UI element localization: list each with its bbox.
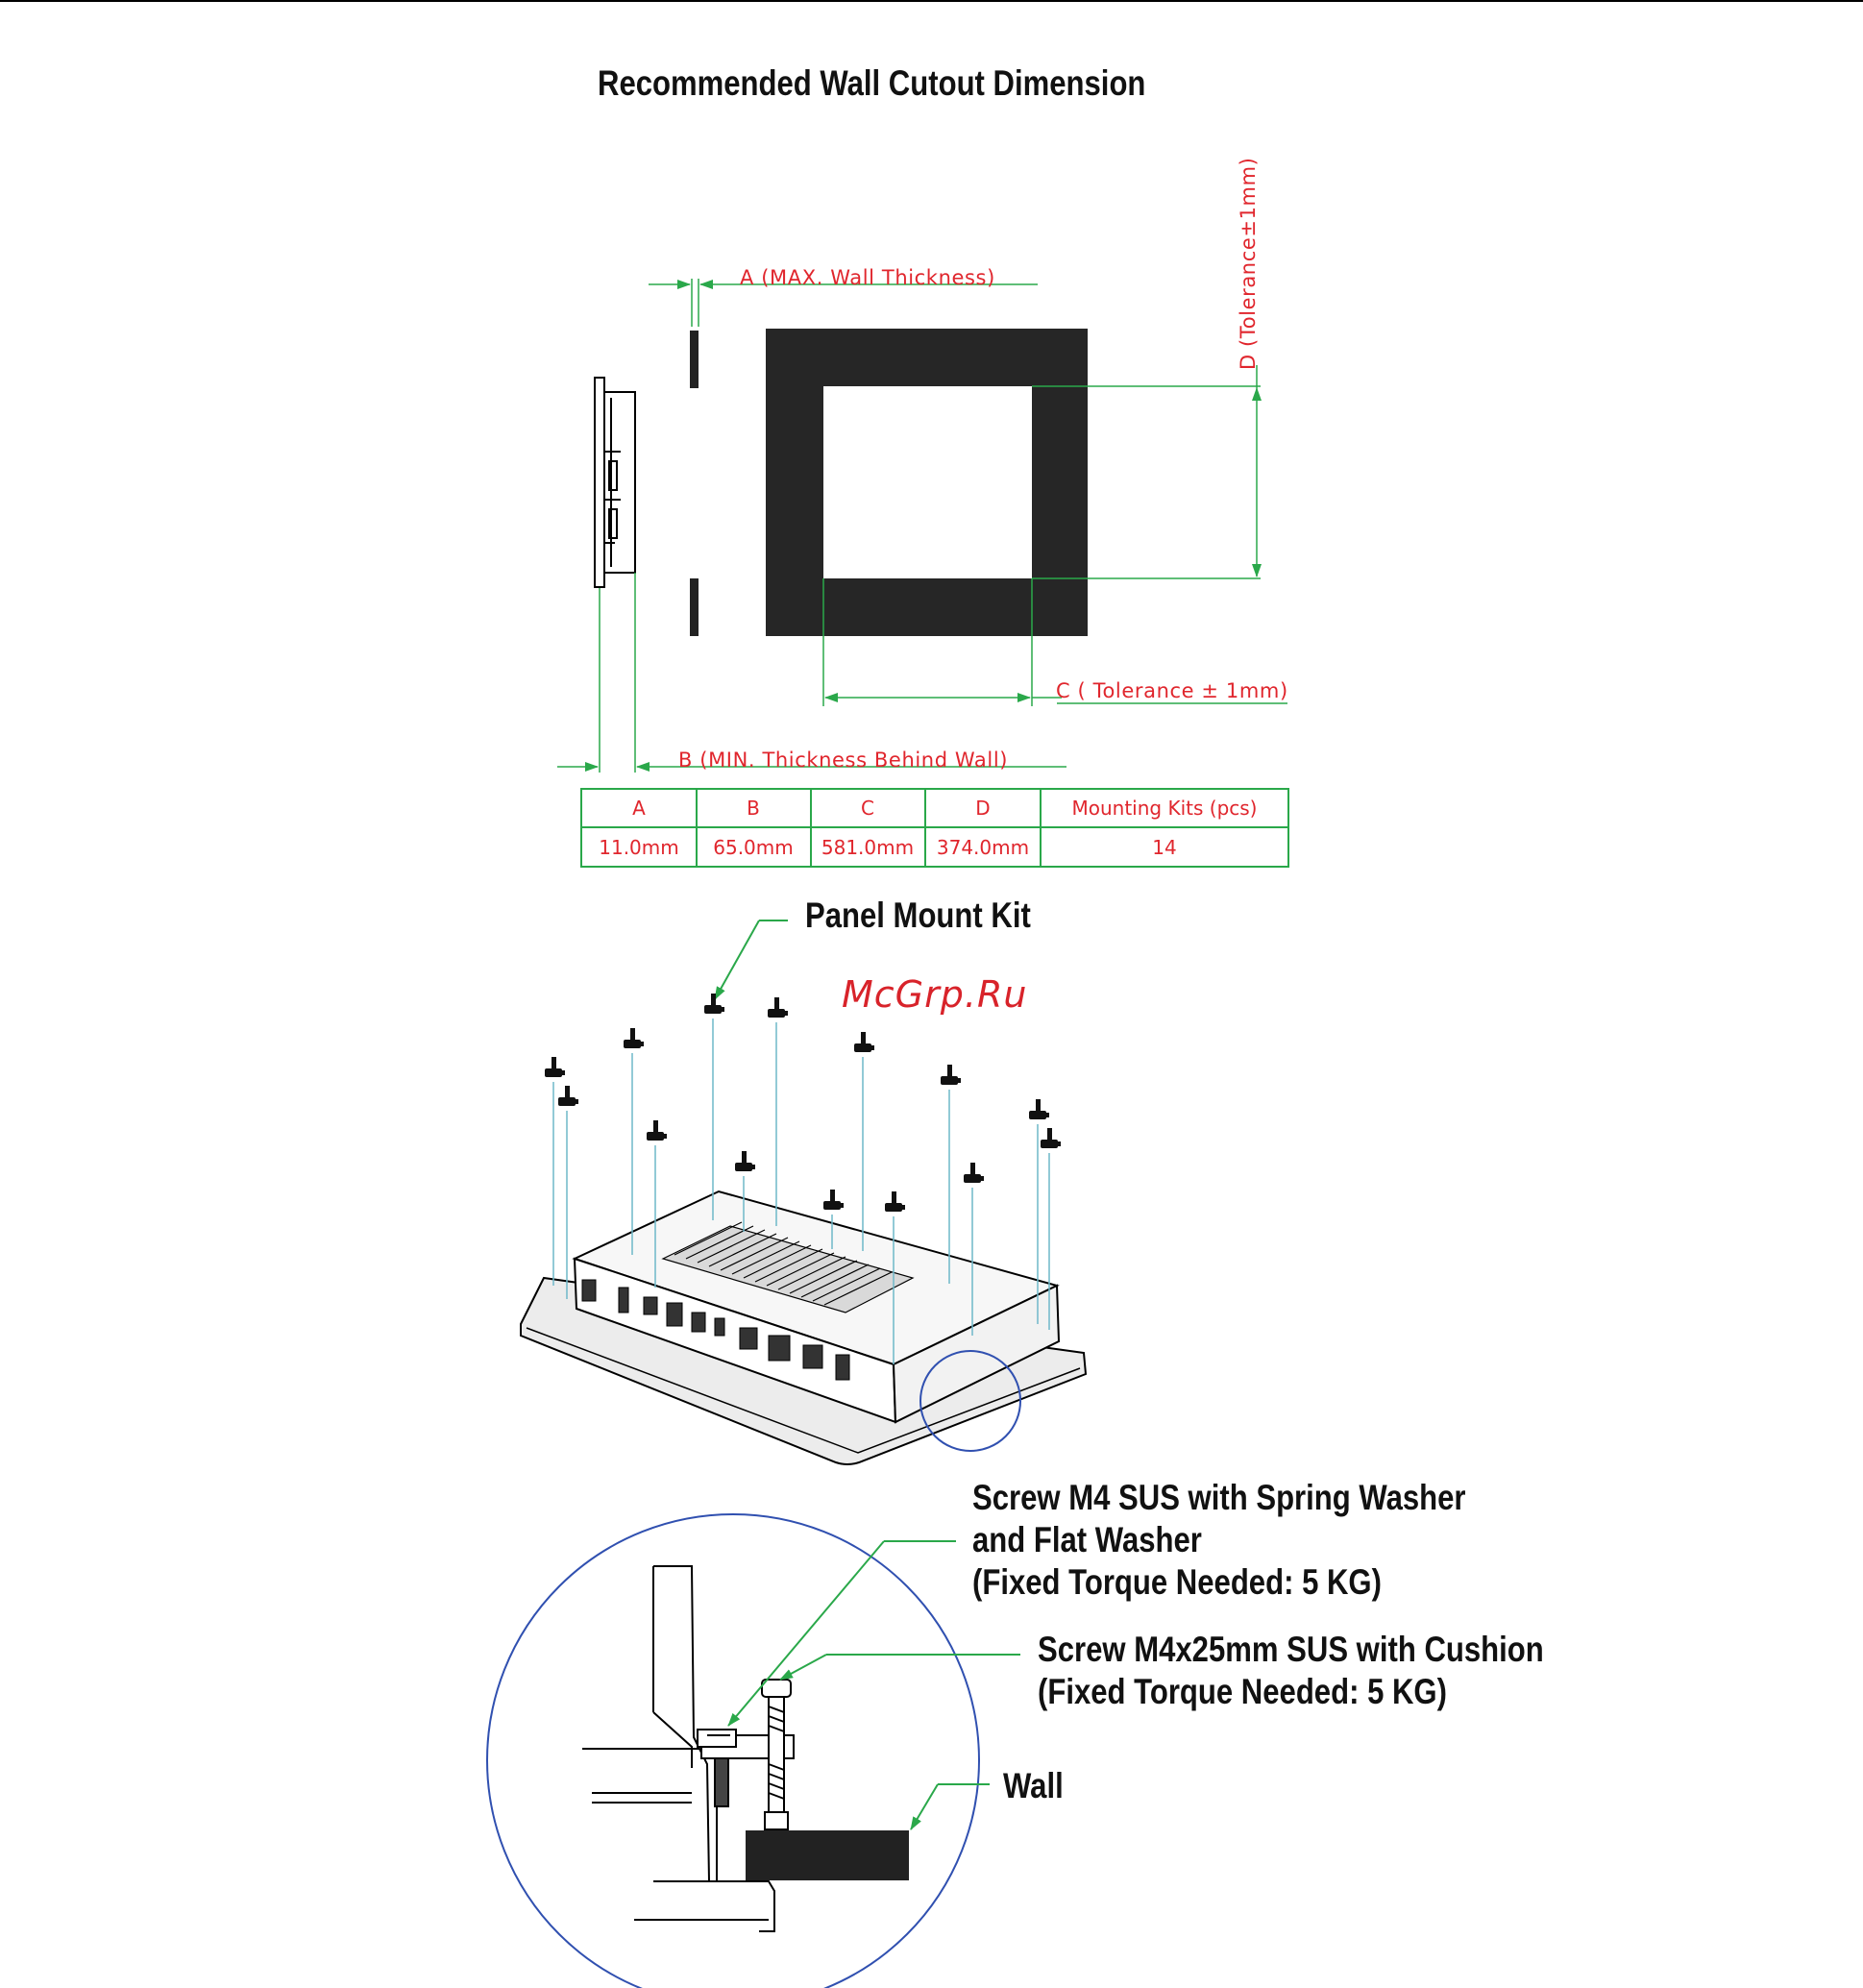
table-header-kits: Mounting Kits (pcs)	[1072, 797, 1258, 820]
mount-clip	[545, 1057, 565, 1077]
callout-wall: Wall	[1003, 1766, 1064, 1805]
table-value-a: 11.0mm	[599, 836, 679, 859]
dimension-lines	[557, 279, 1287, 773]
mount-clip	[941, 1065, 961, 1085]
dimension-table: A B C D Mounting Kits (pcs) 11.0mm 65.0m…	[580, 788, 1289, 868]
detail-circle-large	[486, 1513, 980, 1988]
wall-block	[746, 1830, 909, 1880]
callout-screw-m4-line3: (Fixed Torque Needed: 5 KG)	[972, 1562, 1382, 1602]
mount-clip	[704, 994, 724, 1014]
table-value-kits: 14	[1152, 836, 1176, 859]
detail-circle-small	[919, 1350, 1021, 1452]
mount-clip	[558, 1086, 578, 1106]
dim-label-d: D (Tolerance±1mm)	[1237, 158, 1260, 370]
mount-clip	[768, 997, 788, 1018]
wall-section-bottom	[690, 578, 699, 636]
title-panel-mount-kit: Panel Mount Kit	[805, 896, 1031, 935]
mount-clip	[1029, 1099, 1049, 1119]
table-value-b: 65.0mm	[713, 836, 794, 859]
table-header-b: B	[747, 797, 760, 820]
dim-label-a: A (MAX. Wall Thickness)	[740, 266, 995, 289]
table-header-a: A	[632, 797, 646, 820]
mount-clip	[735, 1151, 755, 1171]
title-wall-cutout: Recommended Wall Cutout Dimension	[598, 63, 1146, 103]
mount-clip	[624, 1028, 644, 1048]
mount-clip	[823, 1190, 844, 1210]
table-value-d: 374.0mm	[937, 836, 1029, 859]
cutout-diagram: A (MAX. Wall Thickness) C ( Tolerance ± …	[557, 158, 1289, 868]
dim-label-b: B (MIN. Thickness Behind Wall)	[678, 749, 1008, 772]
table-header-c: C	[861, 797, 874, 820]
mount-clips	[545, 994, 1061, 1364]
wall-cutout-frame	[766, 329, 1088, 636]
callout-screw-m4x25-line1: Screw M4x25mm SUS with Cushion	[1038, 1630, 1544, 1669]
panel-side-view	[594, 377, 636, 588]
mount-clip	[964, 1163, 984, 1183]
callout-screw-m4-line1: Screw M4 SUS with Spring Washer	[972, 1478, 1466, 1517]
io-ports	[581, 1279, 850, 1381]
table-value-c: 581.0mm	[821, 836, 914, 859]
mount-clip	[647, 1120, 667, 1141]
mount-clip	[1041, 1128, 1061, 1148]
wall-section-top	[690, 331, 699, 388]
watermark: McGrp.Ru	[842, 973, 1027, 1016]
mount-detail-view	[486, 1513, 1020, 1988]
callout-screw-m4x25-line2: (Fixed Torque Needed: 5 KG)	[1038, 1672, 1447, 1711]
panel-mount-illustration: McGrp.Ru	[520, 920, 1088, 1465]
heatsink	[661, 1221, 915, 1313]
callout-screw-m4-line2: and Flat Washer	[972, 1520, 1202, 1559]
mount-clip	[854, 1032, 874, 1052]
mount-clip	[885, 1191, 905, 1212]
dim-label-c: C ( Tolerance ± 1mm)	[1056, 679, 1288, 702]
table-header-d: D	[975, 797, 990, 820]
